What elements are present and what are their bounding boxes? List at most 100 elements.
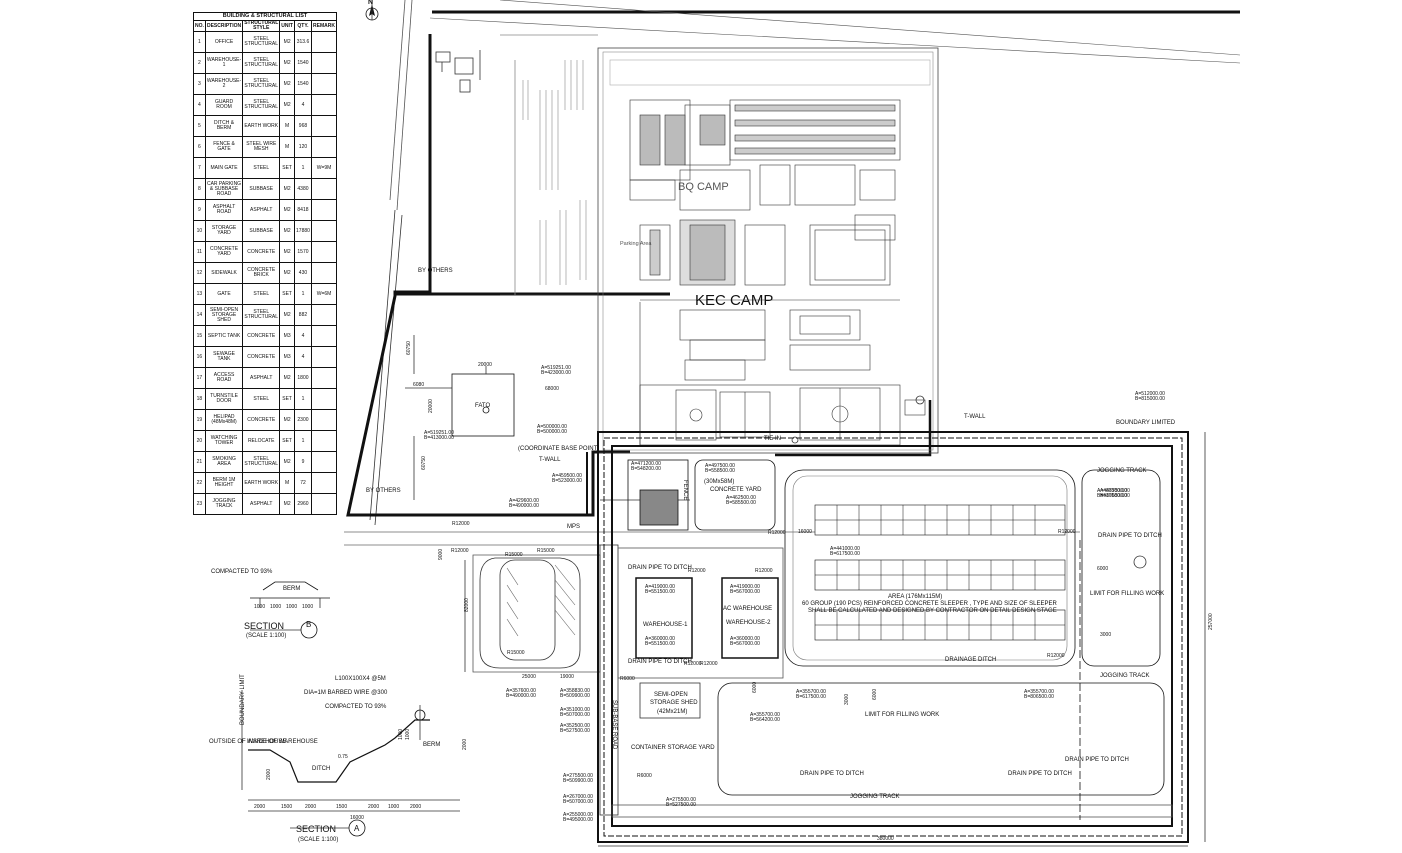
table-cell: 2300 xyxy=(293,409,312,431)
table-cell: 23 xyxy=(193,493,206,515)
drain-label-4: DRAIN PIPE TO DITCH xyxy=(800,771,864,777)
table-cell: STEEL xyxy=(242,157,281,179)
drainage-ditch-label: DRAINAGE DITCH xyxy=(945,657,996,663)
table-cell: M3 xyxy=(279,325,295,347)
radius-label: R6000 xyxy=(620,676,635,682)
table-cell: 1 xyxy=(293,388,312,410)
section-a-dimension: 2000 xyxy=(305,804,316,810)
table-cell: 15 xyxy=(193,325,206,347)
table-cell: 1 xyxy=(293,283,312,305)
table-cell: STEEL STRUCTURAL xyxy=(242,94,281,116)
area-label-3: SHALL BE CALCULATED AND DESIGNED BY CONT… xyxy=(808,608,1057,614)
table-cell: 1570 xyxy=(293,241,312,263)
fato-label: FATO xyxy=(475,403,490,409)
section-b-letter: B xyxy=(306,620,311,629)
table-cell xyxy=(310,73,338,95)
table-cell: 1540 xyxy=(293,52,312,74)
coordinate-label: A=352500.00 xyxy=(560,723,590,729)
table-cell xyxy=(310,304,338,326)
coordinate-label: A=355700.00 xyxy=(1024,689,1054,695)
coordinate-label: A=357600.00 xyxy=(506,688,536,694)
table-cell: SET xyxy=(279,157,295,179)
table-cell: M2 xyxy=(279,262,295,284)
table-cell: STEEL xyxy=(242,388,281,410)
section-a-dimension: 0.75 xyxy=(338,754,348,760)
section-a-detail xyxy=(241,690,460,837)
radius-label: R12000 xyxy=(684,661,702,667)
warehouse-1-label: WAREHOUSE-1 xyxy=(643,622,688,628)
coordinate-label: B=567000.00 xyxy=(730,641,760,647)
radius-label: R12000 xyxy=(755,568,773,574)
coordinate-label: A=487500.00 xyxy=(1100,488,1130,494)
table-cell: M2 xyxy=(279,52,295,74)
radius-label: R12000 xyxy=(452,521,470,527)
table-cell: 17 xyxy=(193,367,206,389)
section-a-dimension: 1500 xyxy=(336,804,347,810)
dimension-label: 6000 xyxy=(1097,566,1108,572)
table-cell: M2 xyxy=(279,451,295,473)
table-cell: EARTH WORK xyxy=(242,472,281,494)
tie-in-label: TIE IN xyxy=(764,436,781,442)
coordinate-label: B=490000.00 xyxy=(506,693,536,699)
section-a-dimension: 2000 xyxy=(368,804,379,810)
table-cell: 7 xyxy=(193,157,206,179)
table-cell: RELOCATE xyxy=(242,430,281,452)
table-cell: 968 xyxy=(293,115,312,137)
table-cell: 120 xyxy=(293,136,312,158)
coordinate-label: B=507000.00 xyxy=(563,799,593,805)
section-b-detail xyxy=(250,581,330,639)
north-arrow-icon xyxy=(365,0,379,21)
dimension-label: 25000 xyxy=(522,674,536,680)
warehouse-2-label-a: AC WAREHOUSE xyxy=(723,606,772,612)
coordinate-label: B=806500.00 xyxy=(1024,694,1054,700)
coordinate-label: B=585500.00 xyxy=(726,500,756,506)
radius-label: R15000 xyxy=(505,552,523,558)
table-cell: M2 xyxy=(279,31,295,53)
coordinate-label: A=255000.00 xyxy=(563,812,593,818)
dimension-label: 257000 xyxy=(1208,613,1214,630)
table-cell: 9 xyxy=(293,451,312,473)
table-cell xyxy=(310,52,338,74)
table-cell: TURNSTILE DOOR xyxy=(204,388,244,410)
section-b-dimension: 1000 xyxy=(254,604,265,610)
radius-label: R12000 xyxy=(688,568,706,574)
mps-label: MPS xyxy=(567,524,580,530)
table-cell: GUARD ROOM xyxy=(204,94,244,116)
coordinate-label: B=567000.00 xyxy=(730,589,760,595)
dimension-label: 6000 xyxy=(752,682,758,693)
table-cell xyxy=(310,241,338,263)
table-cell xyxy=(310,199,338,221)
drain-label-6: DRAIN PIPE TO DITCH xyxy=(1065,757,1129,763)
coordinate-label: A=360000.00 xyxy=(645,636,675,642)
section-a-dimension: 2000 xyxy=(266,769,272,780)
table-cell: STEEL STRUCTURAL xyxy=(242,52,281,74)
jogging-track-label-2: JOGGING TRACK xyxy=(1100,673,1150,679)
table-cell: MAIN GATE xyxy=(204,157,244,179)
coordinate-label: A=419000.00 xyxy=(645,584,675,590)
coordinate-label: B=413000.00 xyxy=(424,435,454,441)
table-cell xyxy=(310,472,338,494)
coordinate-label: B=500000.00 xyxy=(537,429,567,435)
table-cell: 72 xyxy=(293,472,312,494)
coordinate-label: A=441000.00 xyxy=(830,546,860,552)
radius-label: R12000 xyxy=(700,661,718,667)
radius-label: R15000 xyxy=(507,650,525,656)
coordinate-label: B=564200.00 xyxy=(750,717,780,723)
table-cell: M xyxy=(279,115,295,137)
table-cell: SEMI-OPEN STORAGE SHED xyxy=(204,304,244,326)
section-b-dimension: 1000 xyxy=(286,604,297,610)
table-cell: CONCRETE xyxy=(242,325,281,347)
section-a-dimension: 1500 xyxy=(281,804,292,810)
coordinate-label: A=355700.00 xyxy=(796,689,826,695)
coordinate-label: A=462500.00 xyxy=(726,495,756,501)
coordinate-label: A=429600.00 xyxy=(509,498,539,504)
coordinate-label: B=548200.00 xyxy=(631,466,661,472)
